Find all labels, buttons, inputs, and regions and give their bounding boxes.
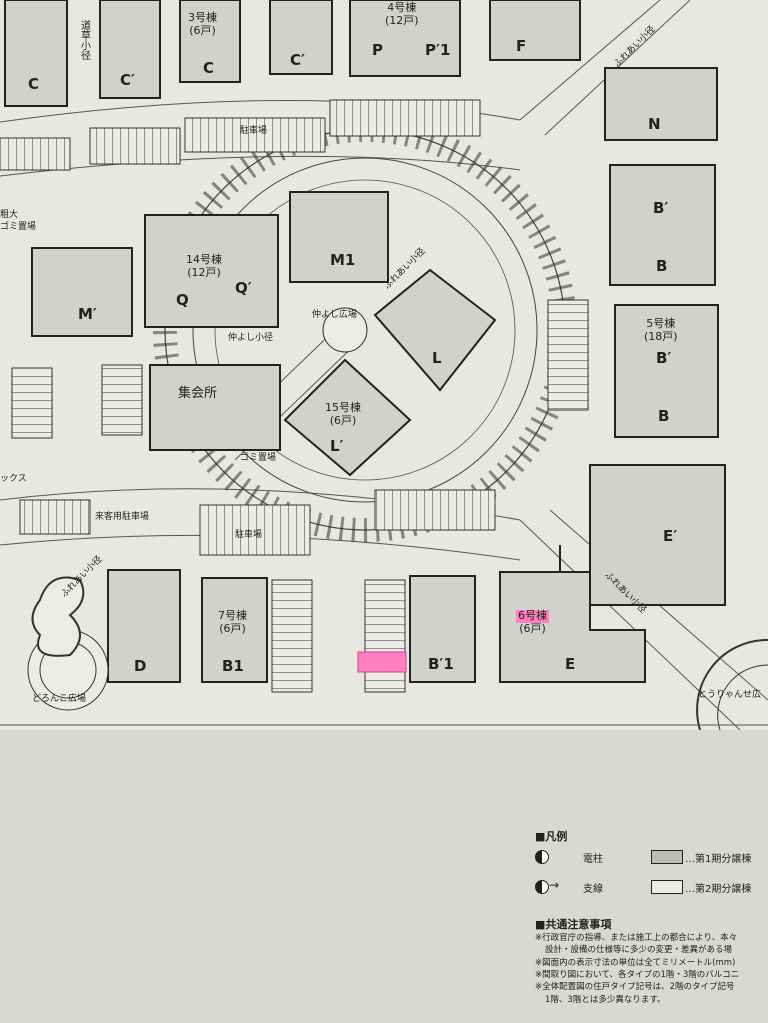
label-nakayoshi-path: 仲よし小径 — [228, 333, 274, 343]
type-Q-prime: Q′ — [235, 279, 252, 297]
label-toryanse-plaza: とうりゃんせ広 — [698, 690, 762, 700]
label-building-15: 15号棟(6戸) — [325, 401, 361, 427]
type-L: L — [432, 349, 442, 367]
type-F: F — [516, 37, 527, 55]
phase2-swatch-icon — [651, 880, 683, 894]
note-line: 設計・設備の仕様等に多少の変更・差異がある場 — [545, 945, 733, 956]
notes-title: ■共通注意事項 — [535, 918, 612, 931]
type-P-prime-1: P′1 — [425, 41, 451, 59]
type-B-1: B — [656, 257, 668, 275]
pond — [31, 576, 85, 657]
type-E: E — [565, 655, 576, 673]
site-plan-map — [0, 0, 768, 730]
legend-branch-label: 支線 — [583, 884, 603, 895]
label-sodai-garbage: ゴミ置場 — [0, 222, 37, 232]
type-E-prime: E′ — [663, 527, 678, 545]
note-line: ※全体配置図の住戸タイプ記号は、2階のタイプ記号 — [535, 982, 735, 993]
note-line: ※間取り図において、各タイプの1階・3階のバルコニ — [535, 969, 740, 980]
legend: ■凡例 電柱 …第1期分譲棟 → 支線 …第2期分譲棟 ■共通注意事項 ※行政官… — [535, 828, 768, 1006]
phase1-swatch-icon — [651, 850, 683, 864]
arrow-right-icon: → — [549, 878, 560, 892]
label-dorodonko-plaza: どろんこ広場 — [32, 694, 87, 704]
type-C-prime-1: C′ — [120, 71, 135, 89]
label-box: ックス — [0, 474, 27, 484]
label-building-7: 7号棟(6戸) — [218, 609, 247, 635]
label-building-4: 4号棟(12戸) — [385, 1, 419, 27]
label-guest-parking: 来客用駐車場 — [95, 512, 150, 522]
label-building-3: 3号棟(6戸) — [188, 11, 217, 37]
note-line: ※図面内の表示寸法の単位は全てミリメートル(mm) — [535, 957, 736, 968]
label-sodai: 粗大 — [0, 210, 19, 220]
type-M-prime: M′ — [78, 305, 97, 323]
type-C-1: C — [28, 75, 40, 93]
type-Q: Q — [176, 291, 189, 309]
branch-icon — [535, 880, 549, 894]
label-building-6: 6号棟(6戸) — [516, 609, 549, 635]
type-C-prime-2: C′ — [290, 51, 305, 69]
type-D: D — [134, 657, 147, 675]
label-nakayoshi-plaza: 仲よし広場 — [312, 310, 358, 320]
note-line: 1階、3階とは多少異なります。 — [545, 994, 666, 1005]
type-M1: M1 — [330, 251, 356, 269]
type-C-2: C — [203, 59, 215, 77]
pole-icon — [535, 850, 549, 864]
label-building-5: 5号棟(18戸) — [644, 317, 678, 343]
label-parking-top: 駐車場 — [240, 126, 268, 136]
highlight-parking-space — [357, 651, 407, 673]
label-assembly-hall: 集会所 — [178, 386, 218, 401]
type-L-prime: L′ — [330, 437, 344, 455]
label-michikusa-path: 道草小径 — [78, 20, 90, 60]
type-B-prime-1: B′ — [653, 199, 669, 217]
type-B-prime-1: B′1 — [428, 655, 454, 673]
buildings — [4, 0, 726, 683]
legend-title: ■凡例 — [535, 830, 568, 843]
note-line: ※行政官庁の指導、または施工上の都合により、本々 — [535, 933, 738, 943]
label-building-14: 14号棟(12戸) — [186, 253, 222, 279]
type-P: P — [372, 41, 383, 59]
type-N: N — [648, 115, 661, 133]
label-parking-bottom: 駐車場 — [235, 530, 263, 540]
legend-phase1-label: …第1期分譲棟 — [685, 854, 752, 865]
parking-rows — [0, 99, 589, 693]
label-garbage-area: ゴミ置場 — [240, 453, 277, 463]
type-B-prime-2: B′ — [656, 349, 672, 367]
legend-phase2-label: …第2期分譲棟 — [685, 884, 752, 895]
legend-pole-label: 電柱 — [583, 854, 603, 865]
type-B-2: B — [658, 407, 670, 425]
type-B1: B1 — [222, 657, 244, 675]
